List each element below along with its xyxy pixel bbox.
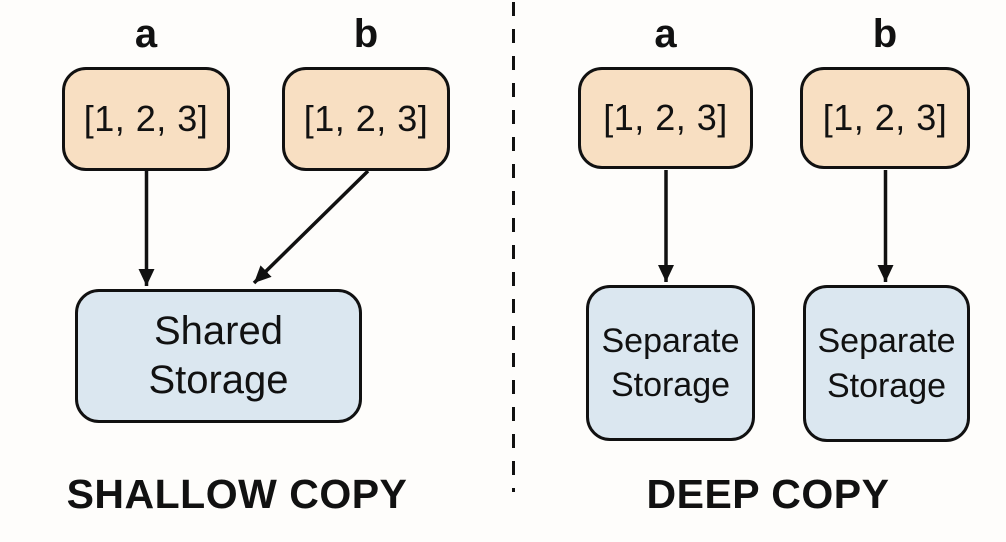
deep-variable-b-label: b bbox=[872, 12, 898, 56]
shallow-variable-b-label: b bbox=[353, 12, 379, 56]
arrow-shallow-b-to-shared-storage bbox=[252, 169, 370, 285]
shallow-variable-b-value: [1, 2, 3] bbox=[303, 98, 429, 139]
deep-variable-a-label: a bbox=[654, 12, 677, 56]
separate-storage-a-label-line2: Storage bbox=[610, 366, 731, 404]
separate-storage-b-label-line2: Storage bbox=[826, 366, 947, 405]
shared-storage-box: Shared Storage bbox=[75, 289, 362, 423]
separate-storage-a-label-line1: Separate bbox=[601, 321, 740, 360]
deep-copy-title: DEEP COPY bbox=[646, 471, 890, 517]
deep-variable-b-value-box: [1, 2, 3] bbox=[800, 67, 970, 169]
shallow-variable-a-label: a bbox=[134, 12, 158, 56]
separate-storage-box-b: Separate Storage bbox=[803, 285, 970, 442]
deep-variable-a-value-box: [1, 2, 3] bbox=[578, 67, 753, 169]
shared-storage-label-line1: Shared bbox=[154, 309, 283, 354]
deep-variable-a-value: [1, 2, 3] bbox=[603, 97, 728, 138]
shallow-variable-a-value: [1, 2, 3] bbox=[83, 98, 209, 139]
shallow-variable-a-value-box: [1, 2, 3] bbox=[62, 67, 230, 171]
shallow-variable-b-value-box: [1, 2, 3] bbox=[282, 67, 450, 171]
separate-storage-b-label-line1: Separate bbox=[817, 322, 956, 361]
separate-storage-box-a: Separate Storage bbox=[586, 285, 755, 441]
deep-variable-b-value: [1, 2, 3] bbox=[822, 97, 948, 138]
shallow-copy-title: SHALLOW COPY bbox=[66, 471, 408, 517]
shared-storage-label-line2: Storage bbox=[148, 358, 289, 402]
